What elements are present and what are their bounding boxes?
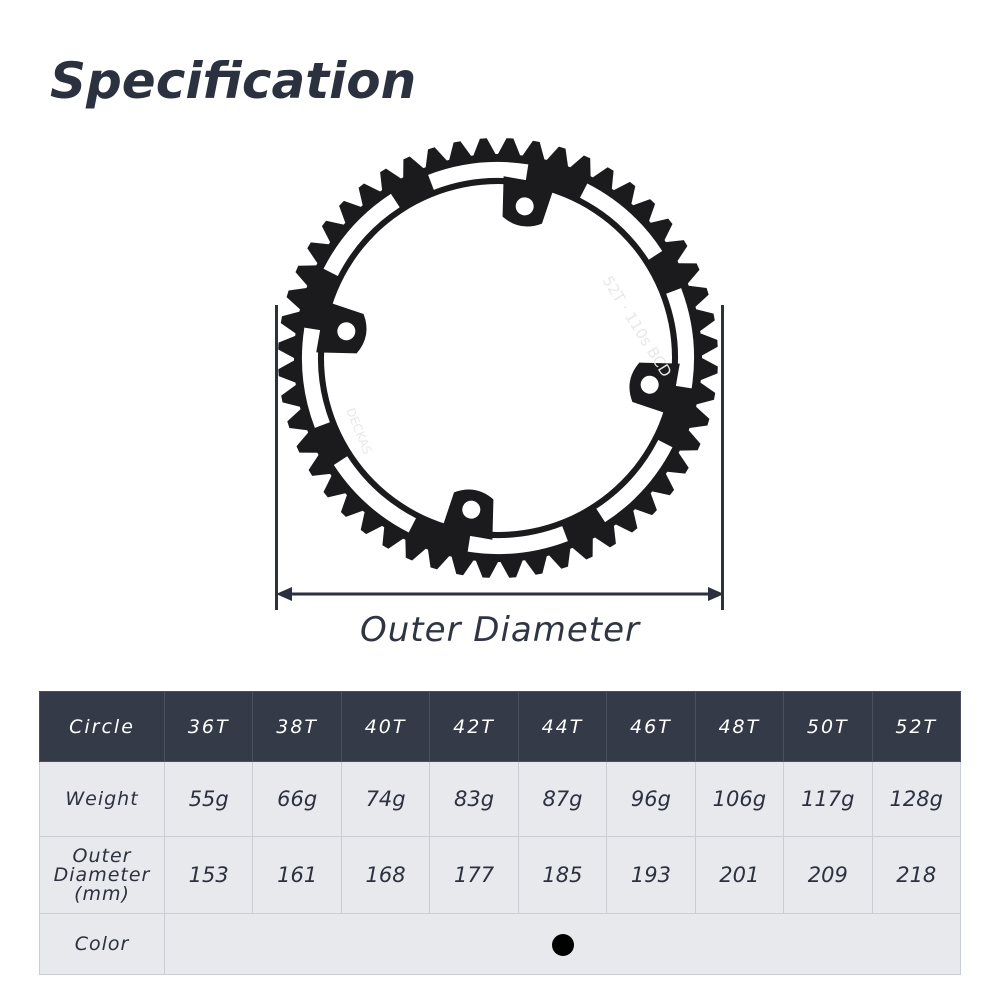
diameter-cell: 193 (606, 836, 696, 914)
diameter-cell: 168 (340, 836, 431, 914)
weight-cell: 66g (252, 761, 342, 837)
dimension-line-right (721, 305, 724, 610)
header-teeth: 48T (694, 691, 785, 762)
header-teeth: 36T (163, 691, 254, 762)
outer-diameter-label: Outer Diameter (359, 610, 641, 650)
header-teeth: 50T (783, 691, 873, 762)
diameter-cell: 185 (517, 836, 608, 914)
weight-cell: 74g (340, 761, 431, 837)
header-teeth: 46T (606, 691, 696, 762)
ring-cutout (666, 288, 694, 389)
bolt-tab (316, 301, 367, 354)
header-circle: Circle (39, 691, 165, 762)
weight-cell: 87g (517, 761, 608, 837)
weight-cell: 106g (694, 761, 785, 837)
weight-cell: 83g (429, 761, 519, 837)
table-row: Outer Diameter (mm) 153 161 168 177 185 … (39, 836, 961, 914)
table-row: Color (39, 913, 961, 975)
color-cell (164, 913, 961, 975)
dimension-arrow (276, 587, 724, 601)
diameter-cell: 153 (163, 836, 254, 914)
ring-cutout (580, 183, 663, 260)
row-label-line: Outer (72, 844, 132, 867)
diameter-cell: 201 (694, 836, 785, 914)
black-color-swatch (551, 934, 574, 956)
ring-cutout (428, 161, 529, 190)
header-teeth: 42T (429, 691, 519, 762)
row-label-color: Color (39, 913, 165, 975)
page-title: Specification (50, 52, 417, 110)
diameter-cell: 209 (783, 836, 873, 914)
weight-cell: 128g (871, 761, 961, 837)
ring-cutout (333, 456, 416, 533)
dimension-line-left (275, 305, 278, 610)
table-header-row: Circle 36T 38T 40T 42T 44T 46T 48T 50T 5… (39, 691, 961, 762)
header-teeth: 44T (517, 691, 608, 762)
row-label-line: (mm) (74, 882, 130, 905)
header-teeth: 52T (871, 691, 961, 762)
row-label-weight: Weight (39, 761, 165, 837)
diameter-cell: 177 (429, 836, 519, 914)
row-label-outer-diameter: Outer Diameter (mm) (39, 836, 165, 914)
weight-cell: 55g (163, 761, 254, 837)
diameter-cell: 218 (871, 836, 961, 914)
weight-cell: 96g (606, 761, 696, 837)
ring-cutout (596, 440, 673, 523)
ring-cutout (467, 526, 568, 554)
diameter-cell: 161 (252, 836, 342, 914)
bolt-tab (502, 176, 555, 227)
ring-cutout (323, 193, 400, 276)
ring-cutout (302, 327, 330, 428)
bolt-tab (629, 362, 680, 415)
table-row: Weight 55g 66g 74g 83g 87g 96g 106g 117g… (39, 761, 961, 837)
header-teeth: 40T (340, 691, 431, 762)
bolt-tab (441, 489, 494, 540)
row-label-line: Diameter (53, 863, 151, 886)
spec-table: Circle 36T 38T 40T 42T 44T 46T 48T 50T 5… (39, 691, 961, 975)
weight-cell: 117g (783, 761, 873, 837)
header-teeth: 38T (252, 691, 342, 762)
